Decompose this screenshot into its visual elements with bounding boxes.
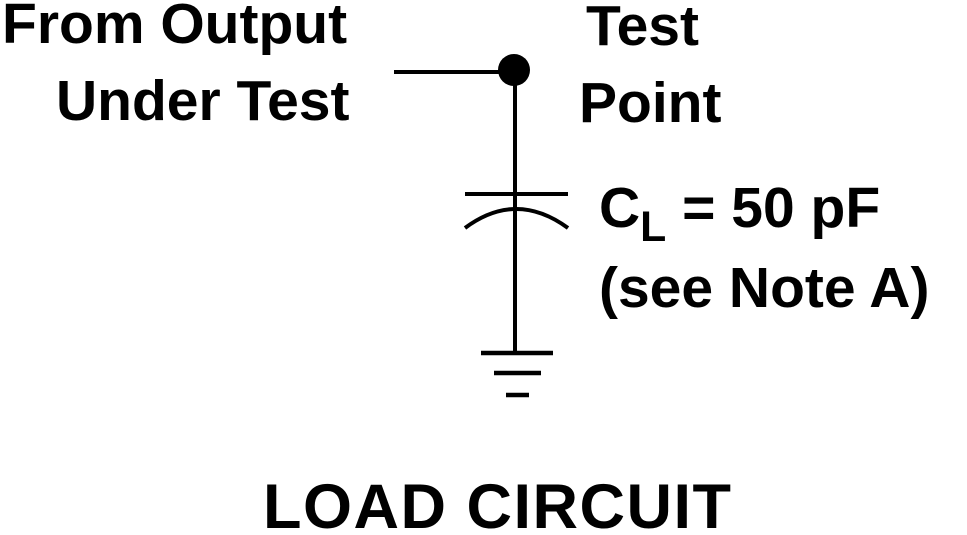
figure-caption: LOAD CIRCUIT bbox=[263, 472, 733, 535]
capacitor-note-label: (see Note A) bbox=[599, 256, 930, 320]
test-point-label-line1: Test bbox=[586, 0, 699, 58]
source-label-line1: From Output bbox=[2, 0, 348, 56]
test-point-label-line2: Point bbox=[579, 71, 722, 135]
capacitor-symbol: C bbox=[599, 176, 641, 240]
capacitor-symbol-subscript: L bbox=[640, 203, 667, 252]
capacitor-plate-bottom-arc bbox=[463, 207, 570, 230]
capacitor-value-text: = 50 pF bbox=[666, 176, 881, 240]
source-label-line2: Under Test bbox=[56, 69, 350, 133]
capacitor-value-label: CL = 50 pF bbox=[599, 180, 880, 249]
